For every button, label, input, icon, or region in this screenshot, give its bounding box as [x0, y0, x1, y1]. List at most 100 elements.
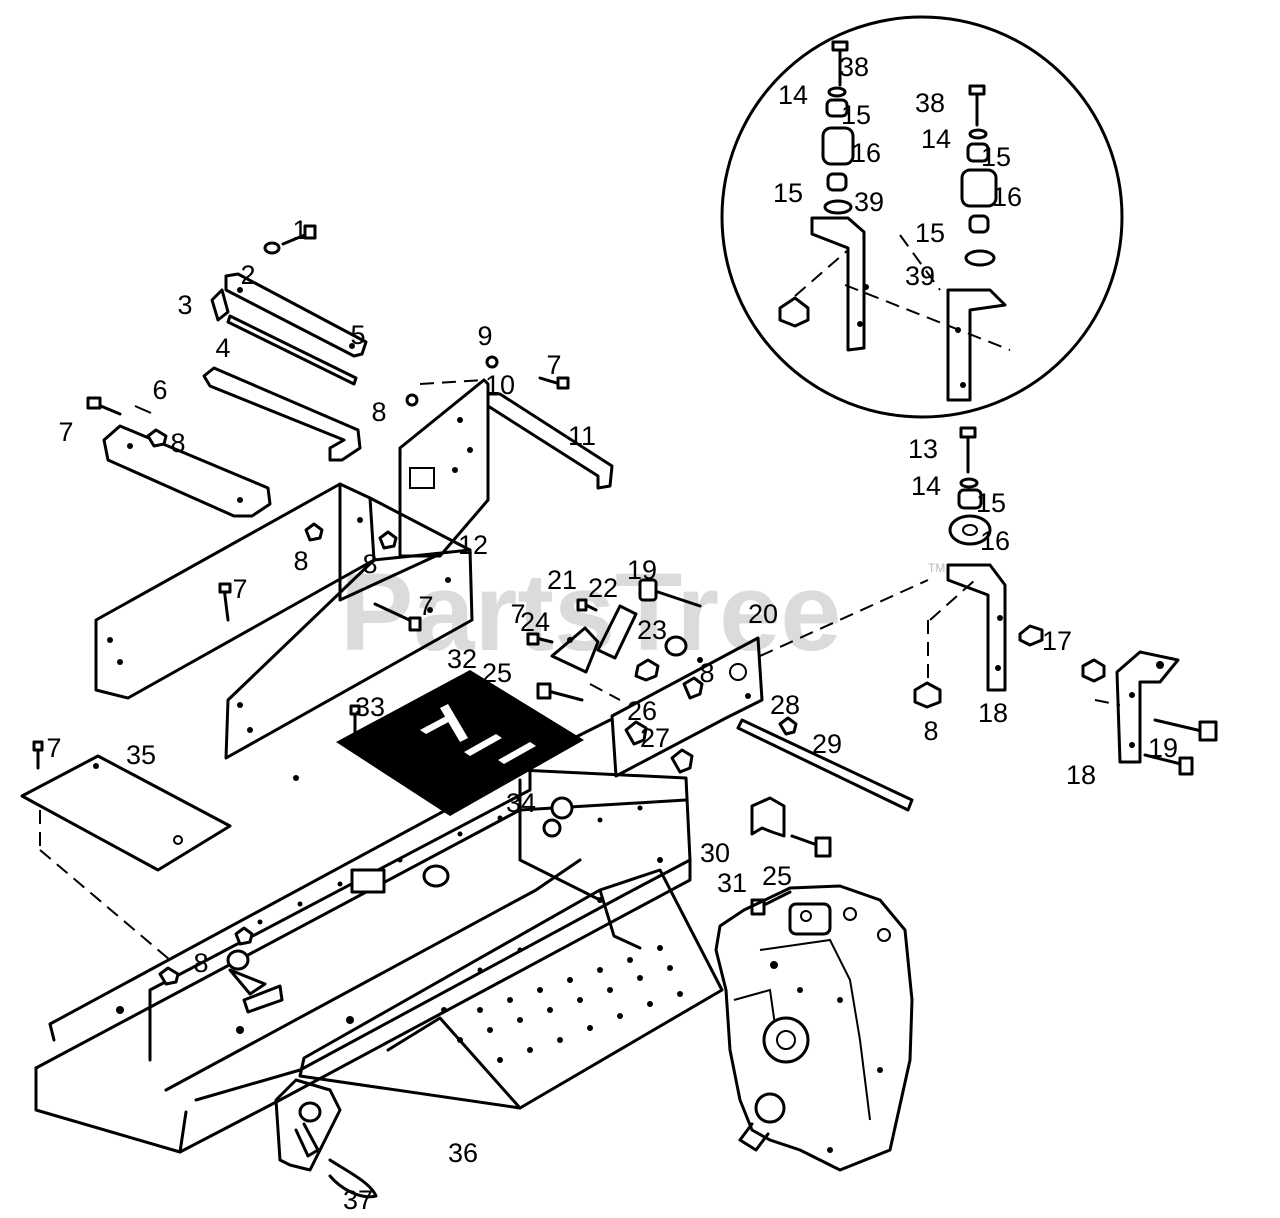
callout-c10: 10: [485, 370, 515, 400]
callout-c9: 9: [477, 321, 492, 351]
callout-c13: 13: [908, 434, 938, 464]
nut-26-top: [634, 658, 660, 682]
bracket-22: [596, 604, 638, 660]
callout-c27: 27: [640, 723, 670, 753]
washer-14-left: [827, 86, 847, 98]
callout-c8f: 8: [193, 948, 208, 978]
callout-c15c: 15: [981, 142, 1011, 172]
bracket-left-detail: [810, 216, 866, 352]
nut-26: [682, 676, 704, 700]
nut-27-b: [670, 748, 694, 774]
bolt-19-right: [1198, 720, 1218, 742]
callout-c15d: 15: [915, 218, 945, 248]
mount-stack-lower-right: [913, 426, 1218, 776]
callout-c39a: 39: [854, 187, 884, 217]
callout-c8g: 8: [923, 716, 938, 746]
right-plate-20: [526, 578, 929, 812]
nut-28: [778, 716, 798, 736]
callout-c14c: 14: [911, 471, 941, 501]
seat-bracket-parts: [86, 224, 368, 518]
bracket-right-detail: [946, 288, 1007, 402]
isolator-16-left: [821, 126, 855, 166]
callout-c18b: 18: [1066, 760, 1096, 790]
callout-c28: 28: [770, 690, 800, 720]
platform-plate-32: [336, 670, 584, 816]
callout-c7e: 7: [510, 599, 525, 629]
callout-c4: 4: [215, 333, 230, 363]
bolt-19: [638, 578, 658, 602]
callout-c15a: 15: [841, 100, 871, 130]
callout-c7a: 7: [58, 417, 73, 447]
nut-17-b: [1081, 658, 1106, 683]
rod-4: [226, 314, 358, 386]
callout-c22: 22: [588, 573, 618, 603]
frame-rail: [34, 858, 692, 1154]
callout-c2: 2: [240, 260, 255, 290]
platform-plate: [336, 670, 584, 816]
callout-c24: 24: [520, 607, 550, 637]
frame-block: [350, 868, 386, 894]
callout-c8a: 8: [170, 428, 185, 458]
washer-39-right: [964, 249, 996, 267]
washer-39-left: [823, 199, 853, 215]
callout-c11: 11: [568, 421, 596, 451]
bushing-23: [664, 635, 688, 657]
cover-plate: [20, 754, 232, 872]
callout-c34: 34: [506, 788, 536, 818]
callout-c16a: 16: [851, 138, 881, 168]
bushing-34: [550, 796, 574, 820]
callout-c15e: 15: [976, 488, 1006, 518]
bracket-6-lower: [102, 424, 272, 518]
callout-c17: 17: [1042, 626, 1072, 656]
frame-side-panels-12: [94, 482, 474, 781]
callout-c3: 3: [177, 290, 192, 320]
callout-c12: 12: [458, 530, 488, 560]
transmission-hub: [762, 1016, 810, 1064]
bolt-25-upper: [536, 682, 552, 700]
callout-c7d: 7: [418, 591, 433, 621]
callout-c30: 30: [700, 838, 730, 868]
plate-20: [610, 636, 764, 778]
callout-c38b: 38: [915, 88, 945, 118]
spacer-15: [957, 488, 983, 510]
isolator-16: [948, 514, 992, 546]
bracket-18-right: [1115, 650, 1180, 764]
main-chassis-frame: [34, 718, 692, 1154]
callout-c16c: 16: [980, 526, 1010, 556]
callout-c29: 29: [812, 729, 842, 759]
nut-8-frame-c: [158, 966, 180, 986]
transmission-case: [714, 884, 914, 1172]
callout-c21: 21: [547, 565, 577, 595]
detail-inset: [720, 15, 1124, 419]
clip-3: [210, 288, 230, 322]
washer-14-right: [968, 128, 988, 140]
spacer-15-right-top: [966, 142, 990, 163]
callout-c39b: 39: [905, 261, 935, 291]
callout-c33: 33: [355, 692, 385, 722]
callout-c20: 20: [748, 599, 778, 629]
strap-5: [224, 272, 368, 358]
callout-c32: 32: [447, 644, 477, 674]
hitch-37: [274, 1078, 378, 1199]
callout-c5: 5: [350, 320, 365, 350]
watermark-trademark: TM: [928, 561, 945, 575]
callout-c31: 31: [717, 868, 747, 898]
callout-c16b: 16: [992, 182, 1022, 212]
callout-c6a: 6: [152, 375, 167, 405]
callout-c35: 35: [126, 740, 156, 770]
right-side-panel: [224, 548, 474, 760]
callout-c25b: 25: [762, 861, 792, 891]
rod-29: [736, 718, 914, 812]
spacer-15-right-bottom: [968, 214, 990, 234]
callout-c14b: 14: [921, 124, 951, 154]
callout-c14a: 14: [778, 80, 808, 110]
bracket-30: [750, 796, 832, 916]
callout-c8e: 8: [699, 658, 714, 688]
callout-c26: 26: [627, 696, 657, 726]
isolator-16-right: [960, 168, 998, 208]
frame-holes-row: [257, 805, 643, 973]
hitch-plate: [274, 1078, 342, 1172]
callout-c38a: 38: [839, 52, 869, 82]
callout-c7c: 7: [232, 574, 247, 604]
